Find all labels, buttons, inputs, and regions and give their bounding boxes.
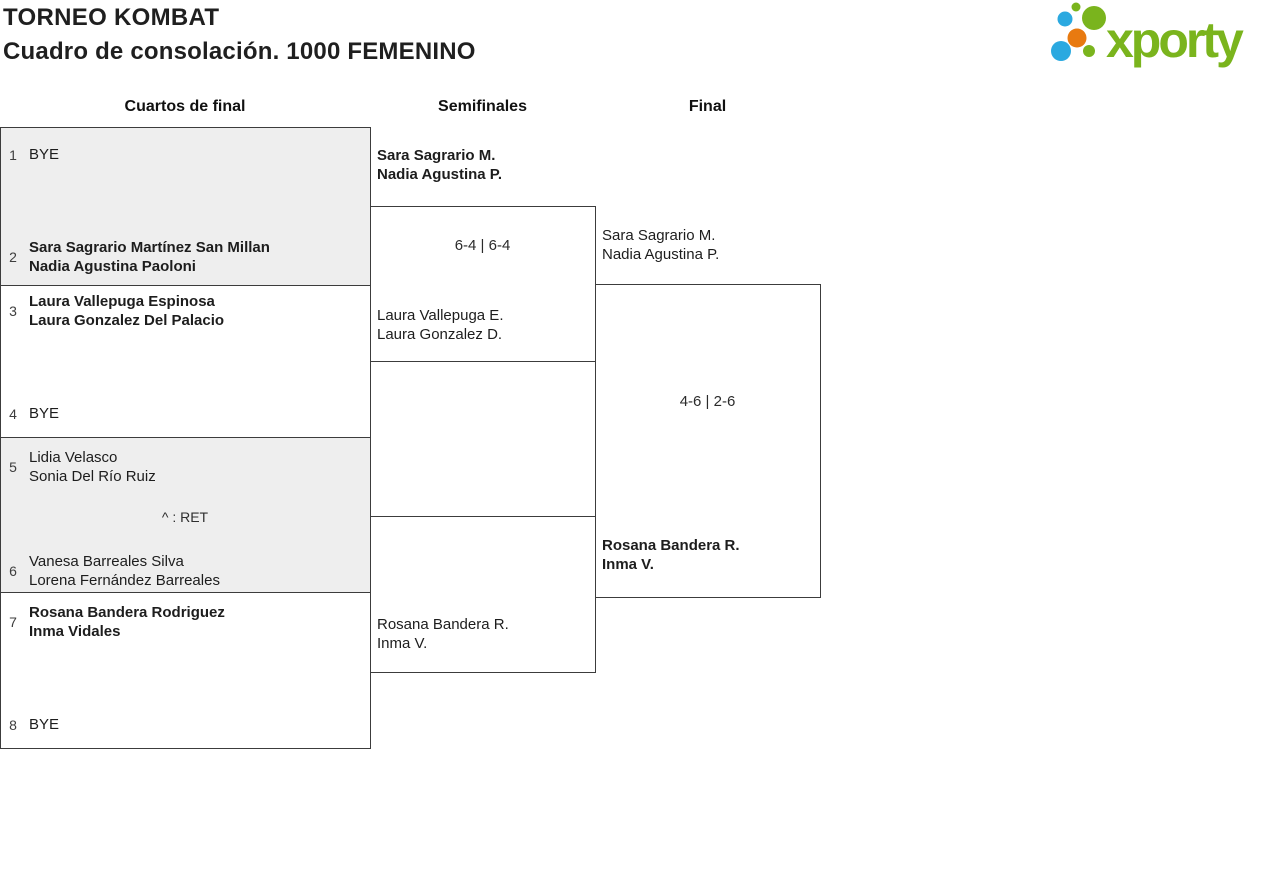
team-name-line: BYE [29, 405, 60, 422]
sf1-team2-label: Laura Vallepuga E. Laura Gonzalez D. [377, 306, 503, 344]
team-name-line: Lidia Velasco [29, 449, 118, 466]
logo-dot [1051, 41, 1071, 61]
team-name-line: Laura Vallepuga E. [377, 307, 504, 324]
seed-number: 2 [9, 249, 17, 265]
seed-number: 8 [9, 716, 17, 733]
team-name-line: Laura Gonzalez Del Palacio [29, 312, 225, 329]
sf2-team2-label: Rosana Bandera R. Inma V. [377, 615, 509, 653]
team-name-line: Inma V. [377, 635, 428, 652]
team-name-line: Inma Vidales [29, 623, 121, 640]
team-name-line: Laura Vallepuga Espinosa [29, 293, 215, 310]
team-name-line: Sonia Del Río Ruiz [29, 468, 156, 485]
team-name-line: Inma V. [602, 556, 654, 573]
team-names: BYE [29, 715, 59, 734]
team-name-line: Sara Sagrario M. [377, 147, 496, 164]
match-box-final[interactable] [595, 284, 821, 598]
seed-number: 7 [9, 614, 17, 630]
logo-dot [1071, 2, 1081, 12]
team-name-line: Nadia Agustina P. [377, 166, 503, 183]
seed-number: 4 [9, 405, 17, 422]
team-name-line: Lorena Fernández Barreales [29, 572, 220, 589]
bracket-entry-seed1: 1 BYE [6, 145, 362, 164]
seed-number: 1 [9, 146, 17, 163]
team-names: Rosana Bandera Rodriguez Inma Vidales [29, 603, 225, 641]
bracket-entry-seed5: 5 Lidia Velasco Sonia Del Río Ruiz [6, 448, 362, 486]
seed-number: 3 [9, 303, 17, 319]
bracket-entry-seed8: 8 BYE [6, 715, 362, 734]
logo-dot [1057, 11, 1073, 27]
final-score: 4-6 | 2-6 [679, 393, 736, 410]
bracket-subtitle: Cuadro de consolación. 1000 FEMENINO [3, 38, 476, 65]
logo-dot [1083, 45, 1095, 57]
team-name-line: Laura Gonzalez D. [377, 326, 503, 343]
team-name-line: Sara Sagrario M. [602, 227, 716, 244]
team-names: BYE [29, 404, 59, 423]
xporty-logo-icon: xporty [1051, 2, 1247, 68]
team-name-line: Rosana Bandera R. [377, 616, 509, 633]
team-name-line: BYE [29, 146, 60, 163]
team-name-line: Vanesa Barreales Silva [29, 553, 184, 570]
match-box-sf1[interactable] [370, 206, 596, 362]
bracket-entry-seed3: 3 Laura Vallepuga Espinosa Laura Gonzale… [6, 292, 362, 330]
team-name-line: Sara Sagrario Martínez San Millan [29, 239, 270, 256]
sf1-score: 6-4 | 6-4 [454, 237, 511, 254]
match-box-qf2[interactable] [0, 285, 371, 438]
match-box-qf1[interactable] [0, 127, 371, 286]
team-names: Vanesa Barreales Silva Lorena Fernández … [29, 552, 220, 590]
seed-number: 5 [9, 459, 17, 475]
team-names: Lidia Velasco Sonia Del Río Ruiz [29, 448, 156, 486]
team-name-line: Nadia Agustina P. [602, 246, 720, 263]
tournament-title: TORNEO KOMBAT [3, 4, 220, 31]
seed-number: 6 [9, 563, 17, 579]
team-name-line: Rosana Bandera R. [602, 537, 740, 554]
match-box-sf2[interactable] [370, 516, 596, 673]
bracket-entry-seed7: 7 Rosana Bandera Rodriguez Inma Vidales [6, 603, 362, 641]
bracket-entry-seed4: 4 BYE [6, 404, 362, 423]
retirement-note: ^ : RET [161, 509, 209, 525]
bracket-entry-seed6: 6 Vanesa Barreales Silva Lorena Fernánde… [6, 552, 362, 590]
sf1-team1-label: Sara Sagrario M. Nadia Agustina P. [377, 146, 502, 184]
team-names: Laura Vallepuga Espinosa Laura Gonzalez … [29, 292, 224, 330]
round-header-semifinales: Semifinales [438, 98, 527, 115]
team-name-line: BYE [29, 716, 60, 733]
team-names: BYE [29, 145, 59, 164]
match-box-qf4[interactable] [0, 592, 371, 749]
final-team1-label: Sara Sagrario M. Nadia Agustina P. [602, 226, 719, 264]
final-team2-label: Rosana Bandera R. Inma V. [602, 536, 740, 574]
team-name-line: Rosana Bandera Rodriguez [29, 604, 225, 621]
team-names: Sara Sagrario Martínez San Millan Nadia … [29, 238, 270, 276]
xporty-logo[interactable]: xporty [1046, 0, 1278, 72]
logo-wordmark: xporty [1106, 12, 1244, 68]
team-name-line: Nadia Agustina Paoloni [29, 258, 196, 275]
round-header-final: Final [688, 98, 727, 115]
logo-dot [1082, 6, 1106, 30]
logo-dot [1067, 28, 1087, 48]
round-header-cuartos: Cuartos de final [124, 98, 246, 115]
bracket-entry-seed2: 2 Sara Sagrario Martínez San Millan Nadi… [6, 238, 362, 276]
